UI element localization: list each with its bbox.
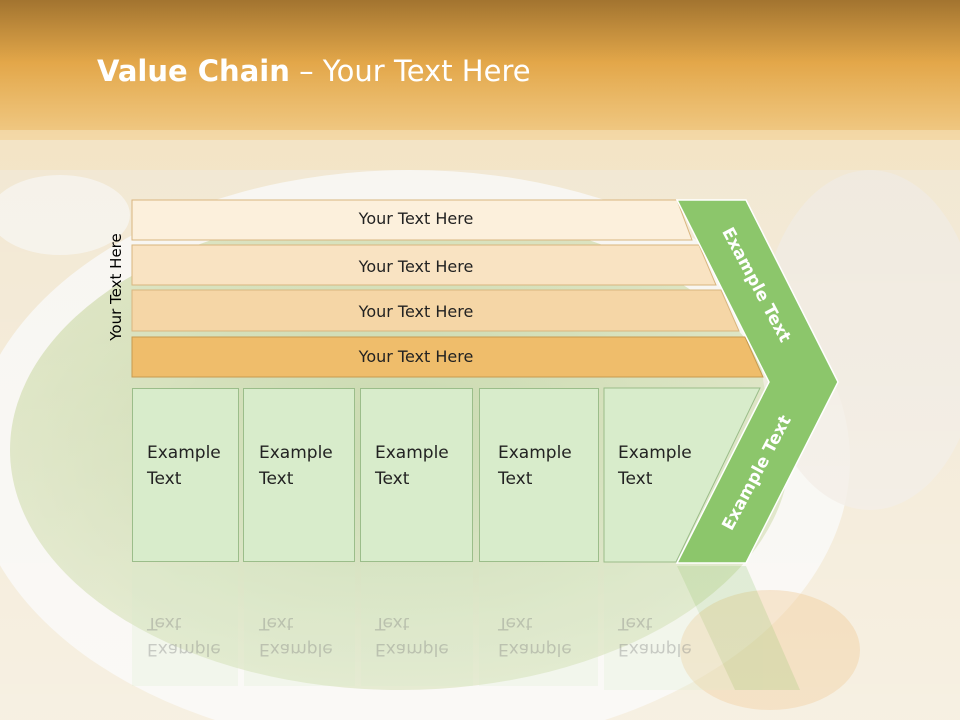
column-box-2 <box>243 388 355 562</box>
reflection-text-2: Example Text <box>259 610 333 662</box>
row-label-2: Your Text Here <box>358 257 474 276</box>
column-box-4 <box>479 388 599 562</box>
reflection-text-2-line1: Example <box>259 639 333 659</box>
column-text-5-line2: Text <box>618 469 653 489</box>
reflection-text-1-line2: Text <box>147 613 182 633</box>
title-bold: Value Chain <box>97 54 290 88</box>
column-text-4-line2: Text <box>498 469 533 489</box>
column-text-1-line2: Text <box>147 469 182 489</box>
row-bar-3 <box>131 289 740 332</box>
column-text-2-line1: Example <box>259 443 333 463</box>
column-text-4-line1: Example <box>498 443 572 463</box>
reflection-text-4-line1: Example <box>498 639 572 659</box>
reflection-text-2-line2: Text <box>259 613 294 633</box>
reflection-text-4-line2: Text <box>498 613 533 633</box>
row-bar-1 <box>131 199 693 241</box>
row-bar-2 <box>131 244 717 286</box>
reflection-text-4: Example Text <box>498 610 572 662</box>
row-label-3: Your Text Here <box>358 302 474 321</box>
reflection-text-5-line2: Text <box>618 613 653 633</box>
reflection-text-3-line1: Example <box>375 639 449 659</box>
column-box-3 <box>360 388 473 562</box>
column-box-5 <box>603 387 761 563</box>
reflection-text-1: Example Text <box>147 610 221 662</box>
reflection-text-3: Example Text <box>375 610 449 662</box>
reflection-text-3-line2: Text <box>375 613 410 633</box>
reflection-text-5: Example Text <box>618 610 692 662</box>
reflection-text-1-line1: Example <box>147 639 221 659</box>
row-bar-4 <box>131 336 764 378</box>
reflection-text-5-line1: Example <box>618 639 692 659</box>
side-label: Your Text Here <box>107 233 125 341</box>
row-label-1: Your Text Here <box>358 209 474 228</box>
column-text-2-line2: Text <box>259 469 294 489</box>
column-box-1 <box>132 388 239 562</box>
column-text-5-line1: Example <box>618 443 692 463</box>
chevron-arrow <box>675 199 839 564</box>
column-text-3-line1: Example <box>375 443 449 463</box>
column-text-1-line1: Example <box>147 443 221 463</box>
title-rest: – Your Text Here <box>289 54 531 88</box>
column-text-3-line2: Text <box>375 469 410 489</box>
page-title: Value Chain – Your Text Here <box>97 54 531 88</box>
row-label-4: Your Text Here <box>358 347 474 366</box>
